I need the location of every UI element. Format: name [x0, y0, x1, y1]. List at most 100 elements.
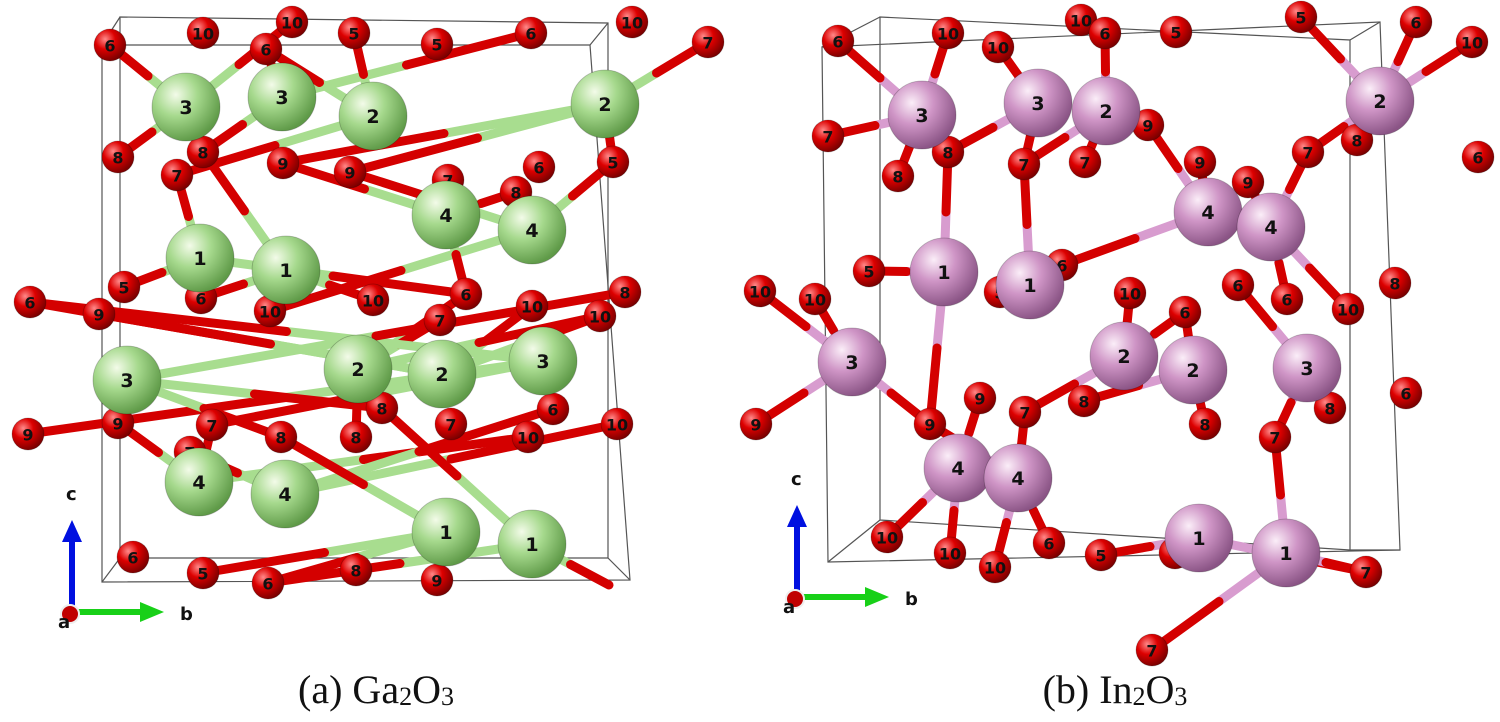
oxygen-atom: 5 [1159, 15, 1193, 49]
oxygen-atom-label: 8 [1351, 132, 1362, 151]
oxygen-atom-label: 7 [1302, 144, 1313, 163]
indium-atom-label: 4 [951, 458, 964, 480]
oxygen-atom-label: 7 [434, 312, 445, 331]
gallium-atom: 4 [164, 447, 234, 517]
oxygen-atom-label: 6 [1232, 277, 1243, 296]
gallium-atom: 2 [323, 334, 393, 404]
oxygen-atom: 6 [1389, 376, 1423, 410]
oxygen-atom: 7 [1258, 420, 1292, 454]
unit-cell-edge [607, 557, 631, 581]
oxygen-atom: 6 [93, 28, 127, 62]
gallium-atom-label: 1 [439, 522, 452, 544]
indium-atom-label: 4 [1011, 468, 1024, 490]
oxygen-atom: 8 [931, 135, 965, 169]
oxygen-atom-label: 7 [1079, 154, 1090, 173]
oxygen-atom-label: 9 [112, 415, 123, 434]
oxygen-atom-label: 7 [1360, 564, 1371, 583]
oxygen-atom: 5 [1284, 0, 1318, 34]
oxygen-atom-label: 8 [1078, 393, 1089, 412]
gallium-atom: 1 [497, 509, 567, 579]
oxygen-atom: 6 [1270, 282, 1304, 316]
oxygen-atom: 10 [511, 420, 545, 454]
indium-atom-label: 2 [1186, 360, 1199, 382]
oxygen-atom: 10 [981, 30, 1015, 64]
oxygen-atom: 10 [978, 550, 1012, 584]
gallium-atom: 3 [151, 72, 221, 142]
indium-atom: 1 [995, 250, 1065, 320]
indium-atom-label: 4 [1264, 217, 1277, 239]
gallium-atom: 4 [250, 459, 320, 529]
oxygen-atom-label: 6 [832, 33, 843, 52]
oxygen-atom-label: 6 [1043, 535, 1054, 554]
oxygen-atom: 10 [931, 16, 965, 50]
oxygen-atom-label: 6 [1099, 25, 1110, 44]
indium-atom: 2 [1071, 76, 1141, 146]
oxygen-atom-label: 7 [171, 167, 182, 186]
oxygen-atom-label: 9 [1194, 154, 1205, 173]
c-axis-label: c [791, 469, 802, 490]
oxygen-atom-label: 6 [1281, 291, 1292, 310]
axis-triad-a: cba [58, 484, 193, 633]
indium-atom-label: 3 [1300, 358, 1313, 380]
gallium-atom: 3 [508, 326, 578, 396]
oxygen-atom-label: 8 [619, 284, 630, 303]
c-axis-arrowhead [62, 520, 82, 542]
indium-atom-label: 2 [1373, 91, 1386, 113]
oxygen-atom-label: 10 [1461, 34, 1483, 53]
oxygen-atom-label: 10 [749, 283, 771, 302]
oxygen-atom: 10 [583, 299, 617, 333]
oxygen-atom: 7 [1291, 135, 1325, 169]
b-axis-arrowhead [865, 587, 889, 607]
oxygen-atom-label: 6 [127, 549, 138, 568]
indium-atom-label: 4 [1201, 202, 1214, 224]
oxygen-atom: 6 [449, 277, 483, 311]
oxygen-atom: 7 [195, 408, 229, 442]
oxygen-atom: 10 [933, 536, 967, 570]
oxygen-atom: 6 [1461, 140, 1495, 174]
oxygen-atom-label: 7 [1146, 642, 1157, 661]
oxygen-atom: 6 [249, 32, 283, 66]
oxygen-atom-label: 8 [1324, 400, 1335, 419]
oxygen-atom: 7 [434, 407, 468, 441]
oxygen-atom: 10 [743, 274, 777, 308]
indium-atom: 1 [909, 237, 979, 307]
oxygen-atom: 6 [1088, 16, 1122, 50]
oxygen-atom-label: 7 [822, 128, 833, 147]
gallium-atom: 1 [411, 497, 481, 567]
oxygen-atom: 6 [522, 150, 556, 184]
indium-atom-label: 2 [1099, 101, 1112, 123]
gallium-atom-label: 2 [598, 94, 611, 116]
oxygen-atom: 9 [420, 563, 454, 597]
oxygen-atom-label: 6 [1056, 257, 1067, 276]
oxygen-atom: 9 [963, 381, 997, 415]
oxygen-atom-label: 7 [442, 172, 453, 191]
indium-atom: 2 [1345, 66, 1415, 136]
oxygen-atom-label: 6 [260, 41, 271, 60]
oxygen-atom: 6 [251, 566, 285, 600]
indium-atom: 1 [1251, 518, 1321, 588]
oxygen-atom-label: 9 [344, 164, 355, 183]
oxygen-atom-label: 6 [460, 286, 471, 305]
oxygen-atom: 10 [275, 5, 309, 39]
gallium-atom-label: 4 [278, 484, 291, 506]
oxygen-atom: 7 [1007, 147, 1041, 181]
gallium-atom: 4 [411, 180, 481, 250]
oxygen-atom: 7 [1349, 555, 1383, 589]
oxygen-atom: 10 [600, 407, 634, 441]
oxygen-atom-label: 10 [804, 291, 826, 310]
oxygen-atom: 8 [1188, 407, 1222, 441]
oxygen-atom-label: 9 [974, 390, 985, 409]
gallium-atom-label: 3 [179, 97, 192, 119]
indium-atom-label: 1 [1279, 543, 1292, 565]
gallium-atom-label: 3 [120, 370, 133, 392]
indium-atom-label: 3 [915, 105, 928, 127]
oxygen-atom: 10 [515, 289, 549, 323]
indium-atom: 4 [1173, 177, 1243, 247]
oxygen-atom: 5 [186, 556, 220, 590]
oxygen-atom-label: 9 [22, 426, 33, 445]
indium-atom-label: 3 [845, 352, 858, 374]
oxygen-atom: 5 [337, 16, 371, 50]
oxygen-atom: 10 [356, 283, 390, 317]
indium-atom: 3 [1272, 333, 1342, 403]
